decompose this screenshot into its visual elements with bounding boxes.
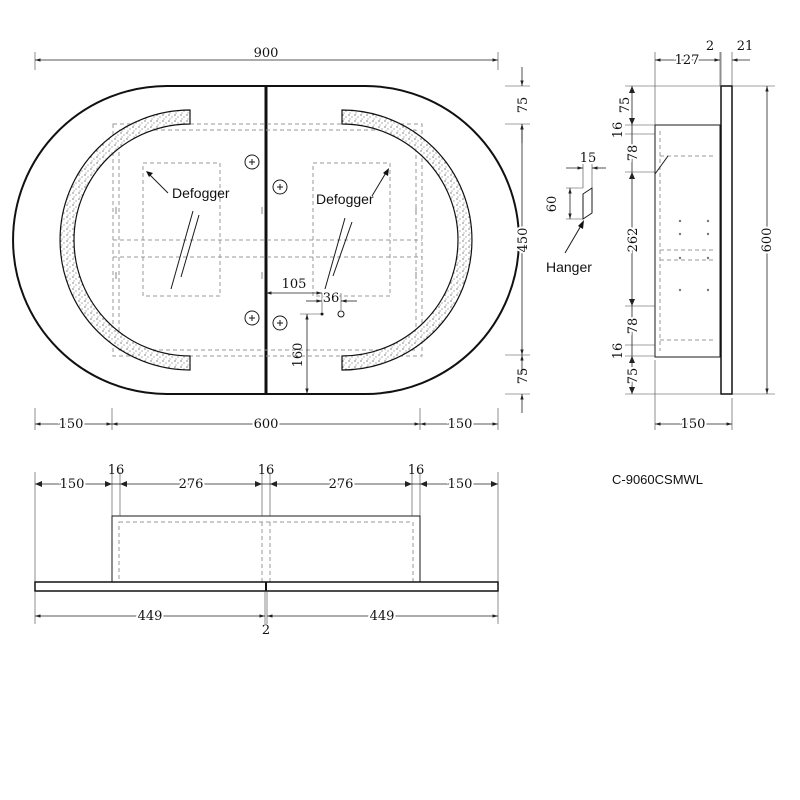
defogger-right-leader	[371, 170, 388, 197]
hanger-leader	[564, 223, 583, 254]
dim-inner-width-text: 600	[254, 417, 279, 432]
dim-socket-offset-text: 105	[282, 277, 307, 292]
defogger-left-pad	[142, 162, 221, 297]
dim-inner-height-text: 450	[516, 228, 531, 253]
dim-side-top-board-text: 16	[611, 122, 626, 139]
dim-side-bottom-board-text: 16	[611, 343, 626, 360]
glare-stroke-left-2	[180, 214, 200, 278]
dim-bottom-side-left-text: 16	[108, 463, 125, 478]
mirror-outline	[12, 85, 520, 395]
dim-side-middle-text: 262	[626, 228, 641, 253]
dim-side-depth-text: 127	[675, 53, 700, 68]
dim-bottom-right-door-text: 449	[370, 609, 395, 624]
defogger-left-leader	[147, 172, 169, 194]
hanger-shape	[582, 187, 593, 220]
dim-bottom-chain-ticks	[35, 481, 498, 487]
dim-right-margin-text: 150	[448, 417, 473, 432]
dim-bottom-center-text: 16	[258, 463, 275, 478]
dim-socket-height-text: 160	[291, 343, 306, 368]
dim-bottom-left-door-text: 449	[138, 609, 163, 624]
glare-stroke-left-1	[170, 210, 194, 290]
dim-bottom-side-right-text: 16	[408, 463, 425, 478]
dim-bottom-right-margin-text: 150	[448, 477, 473, 492]
dim-bottom-margin-text: 75	[516, 368, 531, 385]
glare-stroke-right-1	[324, 217, 346, 290]
dim-left-margin-text: 150	[59, 417, 84, 432]
bottom-cabinet-body	[111, 515, 421, 583]
led-strip-left	[59, 109, 191, 371]
hanger-detail: 15 60 Hanger	[545, 151, 606, 275]
defogger-left-label: Defogger	[172, 185, 230, 201]
dim-side-overall-height-text: 600	[760, 228, 775, 253]
dim-side-overall-depth-text: 150	[681, 417, 706, 432]
side-mirror-panel	[720, 85, 733, 395]
dim-side-chain-ticks	[629, 86, 635, 394]
dim-side-top-offset-text: 75	[618, 97, 633, 114]
socket-bottom-left	[244, 310, 260, 326]
hinge-marks	[115, 207, 417, 279]
dim-hanger-width-text: 15	[580, 151, 597, 166]
dim-side-bottom-offset-text: 75	[626, 368, 641, 385]
socket-bottom-right	[272, 315, 288, 331]
dim-overall-width-text: 900	[254, 46, 279, 61]
glare-stroke-right-2	[332, 221, 353, 277]
dim-gap-text: 2	[706, 39, 714, 54]
dim-top-margin-text: 75	[516, 97, 531, 114]
bottom-view: 150 16 276 16 276 16 150 449 449 2	[34, 463, 499, 638]
dim-bottom-right-comp-text: 276	[329, 477, 354, 492]
side-view: 127 2 21 75 16 78 262 78 16 75 600	[611, 39, 777, 434]
dim-bottom-left-margin-text: 150	[60, 477, 85, 492]
front-view: Defogger Defogger 900	[12, 46, 533, 434]
led-strip-right	[341, 109, 473, 371]
dim-bottom-door-gap-text: 2	[262, 623, 270, 638]
defogger-right-pad	[312, 162, 391, 297]
dim-side-upper-shelf-text: 78	[626, 145, 641, 162]
dim-mirror-thickness-text: 21	[737, 39, 754, 54]
sensor-ring	[337, 310, 345, 318]
defogger-right-arrow	[383, 168, 389, 176]
defogger-left-arrow	[146, 171, 153, 177]
dim-socket-spacing-text: 36	[323, 291, 340, 306]
defogger-right-label: Defogger	[316, 191, 374, 207]
dim-bottom-left-comp-text: 276	[179, 477, 204, 492]
dim-side-lower-shelf-text: 78	[626, 318, 641, 335]
dim-hanger-height-text: 60	[545, 196, 560, 213]
socket-top-right	[272, 179, 288, 195]
socket-top-left	[244, 154, 260, 170]
hanger-label: Hanger	[546, 259, 592, 275]
model-code: C-9060CSMWL	[612, 472, 703, 487]
side-mount-points	[678, 219, 710, 292]
side-cabinet-body	[654, 124, 721, 358]
